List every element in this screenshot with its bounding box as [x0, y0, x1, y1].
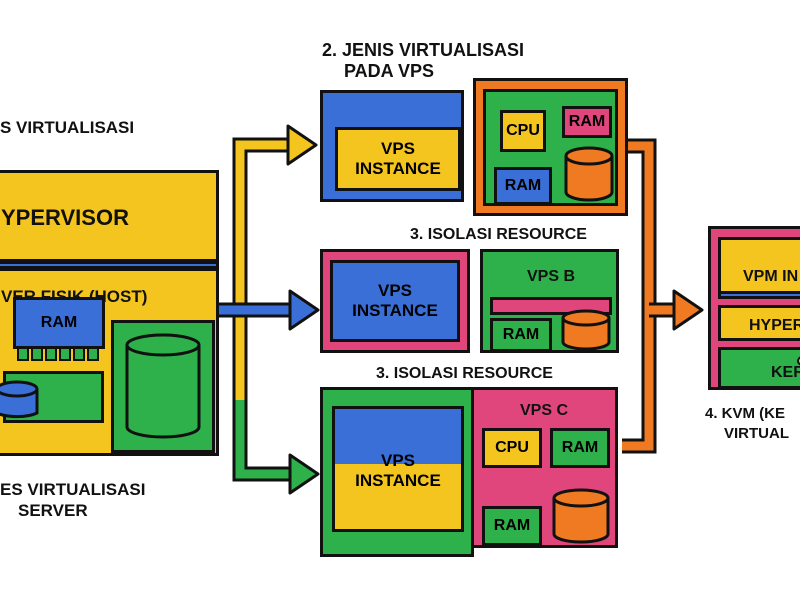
vps-instance-bot-line1: VPS [380, 451, 416, 470]
kvm-vpm-panel: VPM IN [718, 237, 800, 297]
top-ram-blue: RAM [494, 167, 552, 205]
vps-instance-bot-label: VPS INSTANCE [335, 443, 461, 499]
host-ram-chip: RAM [13, 297, 105, 349]
vps-instance-top-line1: VPS [380, 139, 416, 158]
vps-c-cpu-label: CPU [495, 439, 529, 456]
vps-instance-top-line2: INSTANCE [355, 159, 441, 178]
hypervisor-divider [0, 261, 219, 269]
vps-instance-bot-top [335, 409, 461, 464]
kvm-divider [718, 291, 800, 299]
vps-c-ram1-label: RAM [561, 439, 599, 456]
top-ram-pink: RAM [562, 106, 612, 138]
kvm-box: VPM IN HYPER KER [708, 226, 800, 390]
vps-instance-mid-line2: INSTANCE [352, 301, 438, 320]
vps-c-ram2-label: RAM [493, 517, 531, 534]
section1-caption-line2: SERVER [18, 501, 88, 520]
vps-resources-top-outer: CPU RAM RAM [473, 78, 628, 216]
section2-title-line1: 2. JENIS VIRTUALISASI [322, 40, 525, 60]
vps-instance-bot: VPS INSTANCE [332, 406, 464, 532]
vps-b-disk-icon [561, 309, 611, 351]
top-cpu-label: CPU [506, 122, 540, 139]
section1-caption-line1: ES VIRTUALISASI [0, 480, 146, 499]
top-disk-icon [564, 146, 614, 202]
host-database-icon [125, 333, 201, 439]
vps-b-ram: RAM [490, 318, 552, 352]
section2-title-line2: PADA VPS [344, 61, 435, 81]
vps-c-cpu: CPU [482, 428, 542, 468]
hypervisor-box: YPERVISOR [0, 170, 219, 262]
top-ram-pink-label: RAM [568, 113, 606, 130]
section3b-title: 3. ISOLASI RESOURCE [376, 365, 553, 382]
ram-pins [17, 347, 101, 361]
kvm-kernel-label: KER [771, 364, 800, 381]
vps-instance-top: VPS INSTANCE [320, 90, 464, 202]
vps-c-disk-icon [552, 488, 610, 544]
top-ram-blue-label: RAM [504, 177, 542, 194]
arrow-to-bottom-vps [232, 400, 292, 482]
hypervisor-label: YPERVISOR [1, 205, 129, 230]
vps-c-box: VPS C CPU RAM RAM [471, 387, 618, 548]
vps-b-title: VPS B [527, 268, 576, 285]
vps-instance-mid-outer: VPS INSTANCE [320, 249, 470, 353]
vps-c-ram2: RAM [482, 506, 542, 546]
vps-instance-bot-outer: VPS INSTANCE [320, 387, 474, 557]
kvm-kernel-panel: KER [718, 347, 800, 389]
section4-caption-line1: 4. KVM (KE [705, 405, 786, 422]
host-ram-label: RAM [40, 314, 78, 331]
host-disk-icon [0, 380, 39, 419]
arrow-to-top-vps [232, 137, 290, 412]
vps-resources-top: CPU RAM RAM [483, 89, 618, 206]
vps-instance-top-panel: VPS INSTANCE [335, 127, 461, 191]
vps-instance-mid-line1: VPS [377, 281, 413, 300]
vps-c-title: VPS C [520, 402, 569, 419]
top-cpu-chip: CPU [500, 110, 546, 152]
vps-instance-bot-line2: INSTANCE [355, 471, 441, 490]
vps-b-ram-label: RAM [502, 326, 540, 343]
vps-instance-mid: VPS INSTANCE [330, 260, 460, 342]
vps-c-ram1: RAM [550, 428, 610, 468]
kvm-hyper-panel: HYPER [718, 305, 800, 341]
section4-caption-line2: VIRTUAL [724, 425, 789, 442]
host-server-box: VER FISIK (HOST) RAM [0, 268, 219, 456]
section3a-title: 3. ISOLASI RESOURCE [410, 226, 587, 243]
section1-title-line1: S VIRTUALISASI [0, 118, 135, 137]
vps-b-box: VPS B RAM [480, 249, 619, 353]
kvm-hyper-label: HYPER [749, 317, 800, 334]
kvm-vpm-label: VPM IN [743, 268, 799, 285]
